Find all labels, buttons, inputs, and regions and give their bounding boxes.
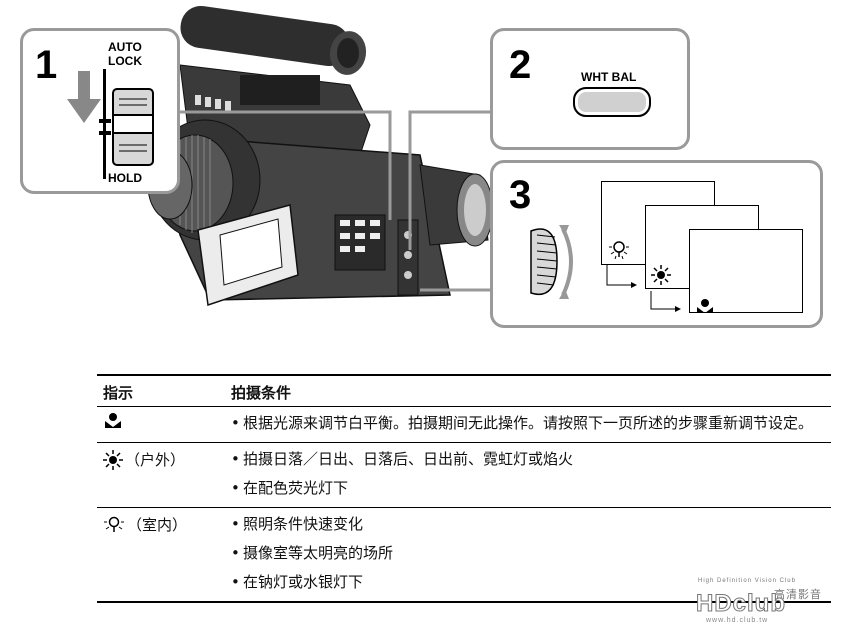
watermark-logo-text: HDclub	[696, 590, 786, 618]
row-indicator: （户外）	[103, 449, 185, 470]
watermark-url: www.hd.club.tw	[706, 617, 769, 624]
step3-number: 3	[509, 173, 532, 217]
list-item: •在钠灯或水银灯下	[231, 573, 364, 591]
list-item: •在配色荧光灯下	[231, 479, 349, 497]
control-dial[interactable]	[527, 221, 579, 303]
row-indicator-text: （室内）	[127, 516, 188, 534]
wht-bal-button[interactable]	[573, 87, 651, 117]
row-indicator-text: （户外）	[125, 451, 186, 469]
wht-bal-label: WHT BAL	[581, 70, 637, 84]
sun-outdoor-icon	[103, 449, 123, 470]
row-indicator	[103, 413, 125, 429]
sun-icon	[651, 265, 671, 285]
list-item: •拍摄日落／日出、日落后、日出前、霓虹灯或焰火	[231, 450, 574, 468]
white-balance-hold-icon	[105, 413, 121, 428]
down-arrow-icon	[67, 71, 101, 123]
watermark-tagline: High Definition Vision Club	[698, 578, 796, 584]
table-row: （室内） •照明条件快速变化 •摄像室等太明亮的场所 •在钠灯或水银灯下	[97, 508, 831, 603]
list-item: •根据光源来调节白平衡。拍摄期间无此操作。请按照下一页所述的步骤重新调节设定。	[231, 414, 814, 432]
switch-label-hold: HOLD	[108, 171, 142, 185]
watermark-cn-text: 高清影音	[774, 588, 822, 601]
switch-label-auto: AUTO	[108, 40, 142, 54]
white-balance-hold-icon	[697, 299, 713, 313]
watermark-logo: High Definition Vision Club 高清影音 HDclub …	[690, 578, 840, 626]
leader-lines	[178, 110, 490, 292]
table-row: •根据光源来调节白平衡。拍摄期间无此操作。请按照下一页所述的步骤重新调节设定。	[97, 407, 831, 443]
list-item: •摄像室等太明亮的场所	[231, 544, 394, 562]
table-header: 指示 拍摄条件	[97, 374, 831, 407]
list-item: •照明条件快速变化	[231, 515, 364, 533]
bulb-icon	[609, 241, 629, 260]
step3-panel: 3	[490, 160, 823, 328]
camcorder-illustration	[147, 5, 494, 306]
bulb-indoor-icon	[104, 516, 124, 532]
screen-icons	[606, 241, 713, 313]
row-indicator: （室内）	[103, 514, 187, 535]
step2-number: 2	[509, 43, 532, 87]
header-condition: 拍摄条件	[231, 384, 292, 402]
step1-number: 1	[35, 43, 58, 87]
header-indicator: 指示	[103, 384, 134, 402]
white-balance-table: 指示 拍摄条件 •根据光源来调节白平衡。拍摄期间无此操作。请按照下一页所述的步骤…	[97, 374, 831, 603]
table-row: （户外） •拍摄日落／日出、日落后、日出前、霓虹灯或焰火 •在配色荧光灯下	[97, 443, 831, 508]
step1-panel: 1 AUTO LOCK HOLD	[20, 28, 180, 194]
screen-hold	[689, 229, 803, 313]
power-switch[interactable]	[99, 69, 159, 179]
step2-panel: 2 WHT BAL	[490, 28, 690, 150]
switch-label-lock: LOCK	[108, 54, 142, 68]
